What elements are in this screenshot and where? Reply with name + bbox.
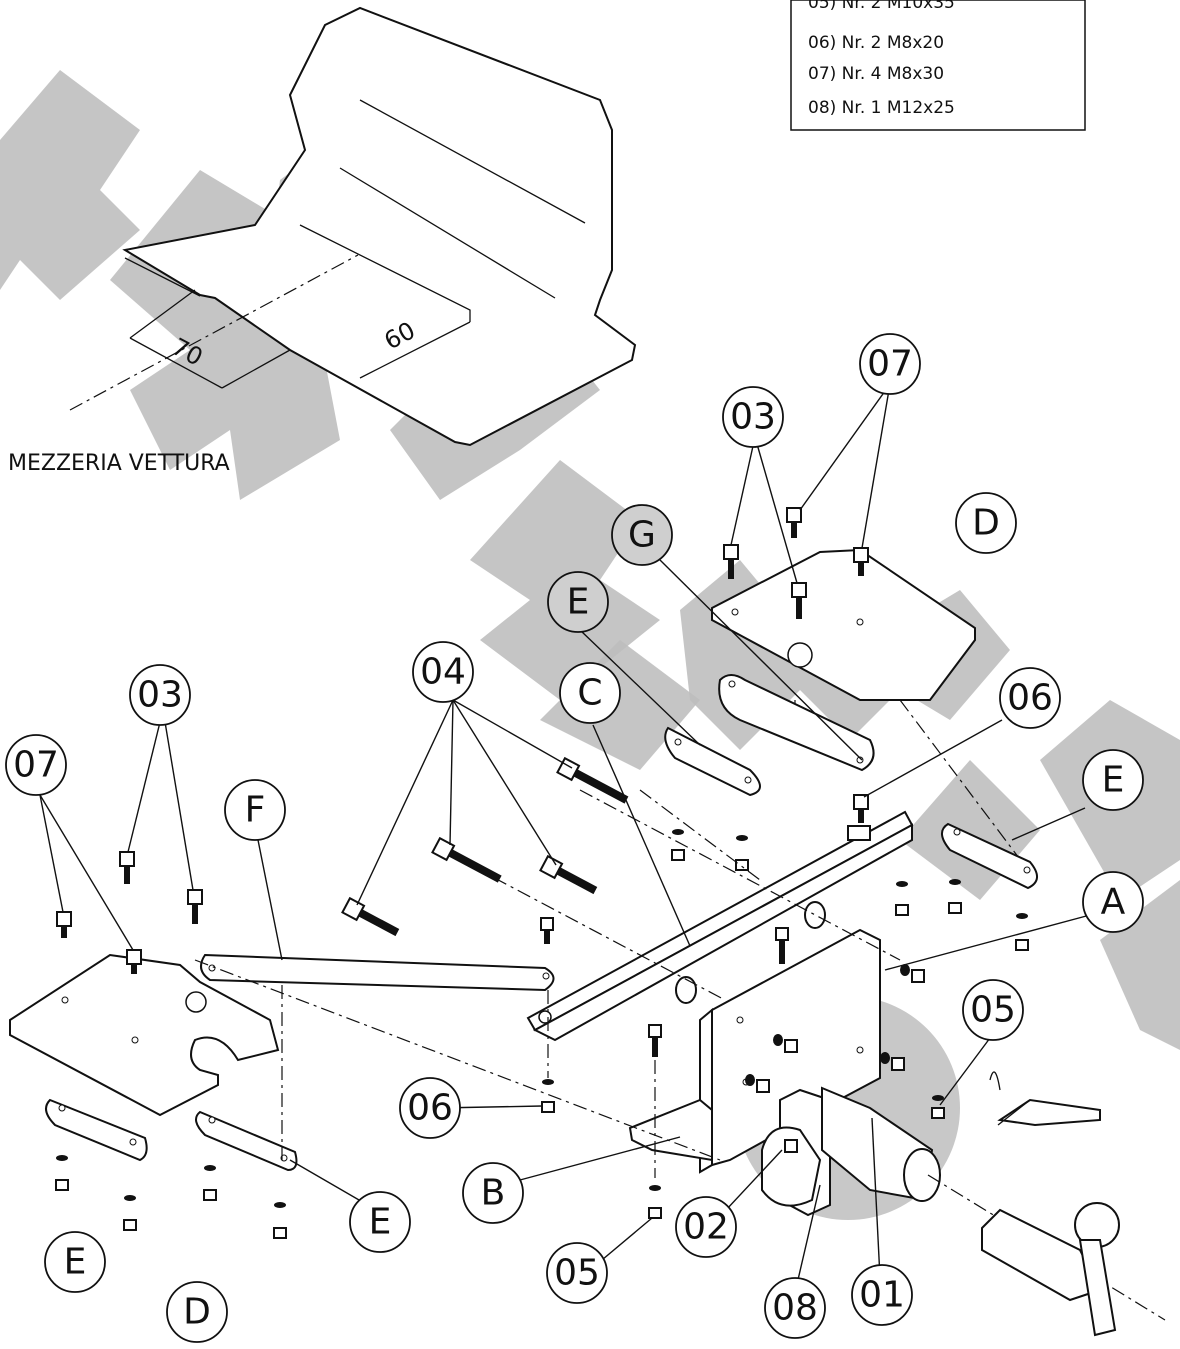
svg-text:03: 03 — [137, 675, 183, 716]
callout-05-low: 05 — [546, 1242, 608, 1304]
svg-text:E: E — [1102, 760, 1125, 801]
callout-b: B — [462, 1162, 524, 1224]
svg-text:B: B — [481, 1173, 506, 1214]
plate-d-left — [9, 953, 280, 1117]
callout-d-low: D — [166, 1281, 228, 1343]
callout-bubbles: 07 03 G D E C 04 06 E A 05 03 07 F 06 B … — [5, 333, 1144, 1343]
arm-f — [200, 917, 555, 1113]
legend-item: 05) Nr. 2 M10x35 — [808, 0, 955, 13]
release-handle — [989, 1071, 1101, 1127]
svg-text:08: 08 — [772, 1288, 818, 1329]
callout-07-left: 07 — [5, 734, 67, 796]
callout-c: C — [559, 662, 621, 724]
callout-e-right: E — [1082, 749, 1144, 811]
callout-08: 08 — [764, 1277, 826, 1339]
svg-text:05: 05 — [970, 990, 1016, 1031]
svg-text:D: D — [972, 503, 1000, 544]
svg-text:F: F — [245, 790, 266, 831]
callout-e-lowleft: E — [44, 1231, 106, 1293]
callout-g: G — [611, 504, 673, 566]
plate-d-right — [711, 548, 1029, 871]
coupling-assembly — [761, 1086, 1166, 1321]
bolts-left — [56, 851, 283, 1160]
callout-06-mid: 06 — [399, 1077, 461, 1139]
ball-hitch — [981, 1202, 1120, 1337]
callout-04: 04 — [412, 641, 474, 703]
plate-e-mid — [664, 726, 761, 797]
callout-d-right: D — [955, 492, 1017, 554]
callout-e-mid: E — [547, 571, 609, 633]
svg-text:E: E — [567, 582, 590, 623]
leader-lines — [39, 383, 1091, 1285]
svg-text:C: C — [577, 673, 602, 714]
svg-text:A: A — [1101, 882, 1126, 923]
svg-text:05: 05 — [554, 1253, 600, 1294]
callout-f: F — [224, 779, 286, 841]
svg-text:E: E — [369, 1202, 392, 1243]
legend-item: 08) Nr. 1 M12x25 — [808, 98, 955, 118]
centerline-label: MEZZERIA VETTURA — [8, 451, 230, 476]
nuts-washers-left — [55, 1155, 287, 1239]
callout-e-lowright: E — [349, 1191, 411, 1253]
svg-text:06: 06 — [1007, 678, 1053, 719]
svg-text:01: 01 — [859, 1275, 905, 1316]
svg-text:G: G — [628, 515, 656, 556]
bolts-upper-right — [723, 507, 869, 823]
spacers — [675, 901, 826, 1004]
callout-a: A — [1082, 871, 1144, 933]
svg-text:07: 07 — [867, 344, 913, 385]
callout-07-right: 07 — [859, 333, 921, 395]
callout-05-right: 05 — [962, 979, 1024, 1041]
callout-06-right: 06 — [999, 667, 1061, 729]
svg-text:04: 04 — [420, 652, 466, 693]
svg-text:D: D — [183, 1292, 211, 1333]
callout-03-right: 03 — [722, 386, 784, 448]
bolts-04 — [341, 756, 629, 937]
svg-text:07: 07 — [13, 745, 59, 786]
nuts-washers-upper — [671, 829, 1029, 951]
plate-g — [718, 674, 875, 772]
callout-01: 01 — [851, 1264, 913, 1326]
nuts-plate-a — [745, 964, 945, 1119]
plate-e-lowleft — [45, 1098, 148, 1162]
svg-text:06: 06 — [407, 1088, 453, 1129]
svg-text:E: E — [64, 1242, 87, 1283]
crossbar-c — [526, 810, 914, 1042]
callout-03-left: 03 — [129, 664, 191, 726]
svg-text:03: 03 — [730, 397, 776, 438]
svg-text:02: 02 — [683, 1207, 729, 1248]
parts-legend: 05) Nr. 2 M10x35 06) Nr. 2 M8x20 07) Nr.… — [790, 0, 1086, 131]
plate-e-right — [941, 822, 1038, 890]
legend-item: 06) Nr. 2 M8x20 — [808, 33, 944, 53]
legend-item: 07) Nr. 4 M8x30 — [808, 64, 944, 84]
callout-02: 02 — [675, 1196, 737, 1258]
